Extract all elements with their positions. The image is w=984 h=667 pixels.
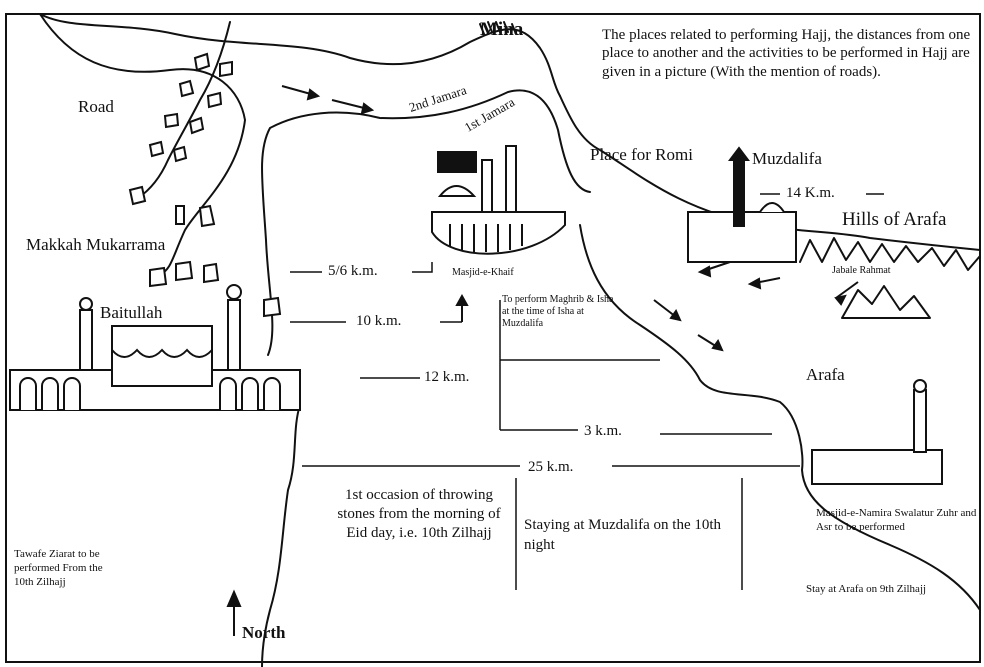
map-frame [5,13,981,663]
label-jabale-rahmat: Jabale Rahmat [832,265,891,276]
road-line [137,21,231,199]
note-first-throwing: 1st occasion of throwing stones from the… [337,487,501,542]
road-block [198,204,216,228]
road-block [178,79,195,98]
note-tawafe-ziarat: Tawafe Ziarat to be performed From the 1… [14,548,103,588]
river-south [579,224,981,611]
label-mina: Mina [480,19,524,40]
label-25km: 25 k.m. [528,459,574,475]
label-baitullah: Baitullah [100,303,163,322]
masjid-namira [811,379,943,485]
note-staying-muzdalifa: Staying at Muzdalifa on the 10th night [524,517,722,553]
valley-boundary-left [39,13,591,356]
ridge-north [39,13,561,97]
road-block [175,205,185,225]
road-block [219,60,233,78]
muzdalifa-mosque [687,146,797,263]
distance-lines [290,193,884,590]
label-muzdalifa: Muzdalifa [752,149,822,168]
label-arafa: Arafa [806,365,845,384]
label-makkah: Makkah Mukarrama [26,235,166,254]
label-10km: 10 k.m. [356,313,402,329]
masjid-khaif [431,145,566,255]
road-block [203,262,220,284]
road-block [193,52,211,72]
road-block [128,185,147,206]
road-block [175,260,194,282]
hills-of-arafa [799,237,981,271]
label-road: Road [78,97,114,116]
label-place-for-romi: Place for Romi [590,145,693,164]
road-block [163,112,180,129]
note-maghrib-isha: To perform Maghrib & Isha at the time of… [502,294,614,329]
road-block [172,145,188,163]
baitullah-complex [9,284,301,411]
route-arrows [226,85,859,636]
label-5-6km: 5/6 k.m. [328,263,378,279]
label-masjid-khaif: Masjid-e-Khaif [452,267,514,278]
jabale-rahmat-hill [841,285,931,319]
road-block [148,140,165,158]
map-description: The places related to performing Hajj, t… [602,27,971,80]
label-14km: 14 K.m. [786,185,835,201]
mina-hatching [479,21,517,35]
label-north: North [242,623,286,642]
road-block [206,91,223,109]
road-block [149,266,168,288]
note-stay-arafa: Stay at Arafa on 9th Zilhajj [806,583,927,595]
road-block [263,296,282,318]
valley-boundary-south [261,404,301,667]
label-12km: 12 k.m. [424,369,470,385]
note-masjid-namira: Masjid-e-Namira Swalatur Zuhr and Asr to… [816,507,977,534]
road-block [188,116,205,135]
label-hills-of-arafa: Hills of Arafa [842,209,947,230]
label-3km: 3 k.m. [584,423,622,439]
